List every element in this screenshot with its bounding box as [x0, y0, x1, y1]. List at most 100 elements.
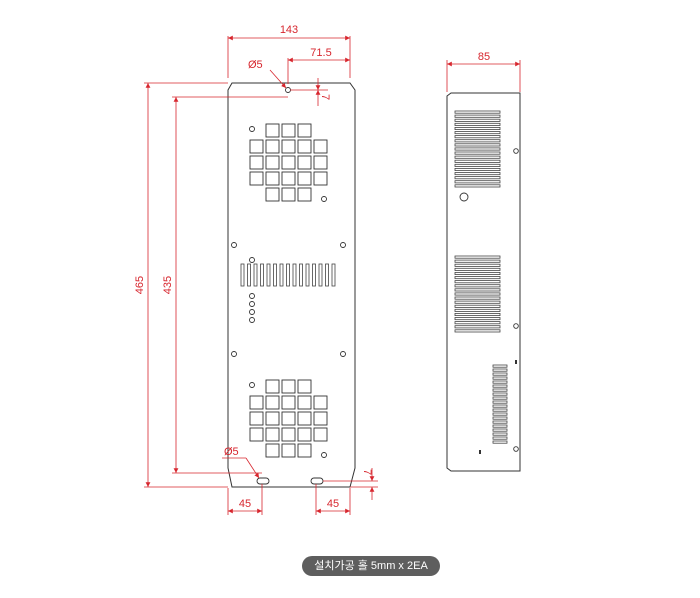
- grid-button: [265, 187, 280, 202]
- total-height-label: 465: [134, 276, 146, 294]
- vent-slot: [454, 276, 501, 280]
- vent-slot: [454, 110, 501, 114]
- top-hole-diameter-label: Ø5: [248, 59, 263, 71]
- vent-slot: [454, 259, 501, 263]
- grid-button: [297, 411, 312, 426]
- dim-side-depth: 85: [446, 51, 521, 92]
- grid-button: [297, 427, 312, 442]
- vent-slot: [454, 167, 501, 171]
- side-depth-label: 85: [478, 51, 490, 63]
- vent-slot: [240, 263, 245, 287]
- grid-button: [297, 171, 312, 186]
- grid-button: [265, 411, 280, 426]
- vent-slot: [454, 329, 501, 333]
- grid-button: [297, 123, 312, 138]
- vent-slot: [292, 263, 297, 287]
- vent-slot: [312, 263, 316, 287]
- grid-button: [297, 379, 312, 394]
- vent-slot: [492, 424, 508, 428]
- vent-slot: [454, 155, 501, 159]
- vent-slot: [492, 412, 508, 416]
- grid-button: [265, 171, 280, 186]
- vent-slot: [492, 408, 508, 412]
- left-hole-offset-label: 45: [239, 498, 251, 510]
- vent-slot: [454, 172, 501, 176]
- vent-slot: [492, 380, 508, 384]
- grid-button: [265, 443, 280, 458]
- vent-slot: [492, 440, 508, 444]
- vent-slot: [454, 325, 501, 329]
- vent-slot: [260, 263, 264, 287]
- grid-button: [297, 155, 312, 170]
- grid-button: [281, 395, 296, 410]
- center-offset-label: 71.5: [310, 47, 331, 59]
- vent-slot: [492, 368, 508, 372]
- grid-button: [313, 411, 328, 426]
- caption-badge: 설치가공 홀 5mm x 2EA: [302, 556, 440, 576]
- vent-slot: [318, 263, 323, 287]
- grid-button: [265, 395, 280, 410]
- vent-slot: [253, 263, 258, 287]
- vent-slot: [454, 321, 501, 325]
- vent-slot: [492, 388, 508, 392]
- side-vent-lower: [492, 364, 508, 444]
- caption-text: 설치가공 홀 5mm x 2EA: [314, 560, 428, 572]
- side-panel: [446, 92, 521, 472]
- grid-button: [265, 123, 280, 138]
- grid-button: [265, 155, 280, 170]
- dim-center-offset: 71.5: [287, 47, 350, 84]
- vent-slot: [492, 420, 508, 424]
- grid-button: [281, 411, 296, 426]
- vent-slot: [454, 271, 501, 275]
- vent-slot: [454, 114, 501, 118]
- vent-slot: [492, 384, 508, 388]
- dim-total-height: 465: [134, 82, 228, 488]
- grid-button: [281, 187, 296, 202]
- side-vent-middle: [454, 255, 501, 333]
- grid-button: [265, 139, 280, 154]
- right-hole-offset-label: 45: [327, 498, 339, 510]
- vent-slot: [454, 127, 501, 131]
- grid-button: [313, 171, 328, 186]
- vent-slot: [273, 263, 277, 287]
- grid-button: [281, 155, 296, 170]
- vent-slot: [454, 300, 501, 304]
- vent-slot: [454, 284, 501, 288]
- dim-bottom-hole-depth: 7: [323, 468, 378, 500]
- vent-slot: [247, 263, 251, 287]
- vent-slot: [492, 416, 508, 420]
- grid-button: [313, 427, 328, 442]
- vent-slot: [454, 122, 501, 126]
- vent-slot: [454, 312, 501, 316]
- grid-button: [313, 139, 328, 154]
- vent-slot: [492, 400, 508, 404]
- top-hole-depth-label: 7: [319, 94, 331, 100]
- vent-slot: [325, 263, 329, 287]
- grid-button: [249, 171, 264, 186]
- vent-slot: [454, 135, 501, 139]
- vent-slot: [492, 364, 508, 368]
- vent-slot: [454, 163, 501, 167]
- dim-hole-spacing: 435: [162, 96, 288, 474]
- dim-top-hole: Ø5: [248, 59, 287, 89]
- vent-slot: [454, 143, 501, 147]
- dim-overall-width: 143: [227, 24, 351, 78]
- vent-slot: [492, 428, 508, 432]
- vent-slot: [492, 376, 508, 380]
- vent-slot: [454, 139, 501, 143]
- grid-button: [281, 123, 296, 138]
- grid-button: [281, 427, 296, 442]
- vent-slot: [454, 292, 501, 296]
- grid-button: [281, 379, 296, 394]
- top-mounting-hole: [285, 87, 291, 93]
- vent-slot: [454, 147, 501, 151]
- vent-slot: [286, 263, 290, 287]
- vent-slot: [454, 317, 501, 321]
- vent-slot: [454, 184, 501, 188]
- grid-button: [297, 443, 312, 458]
- bottom-mounting-hole-right: [310, 477, 324, 485]
- vent-slot: [492, 396, 508, 400]
- dim-right-hole-offset: 45: [315, 484, 351, 515]
- vent-slot: [454, 176, 501, 180]
